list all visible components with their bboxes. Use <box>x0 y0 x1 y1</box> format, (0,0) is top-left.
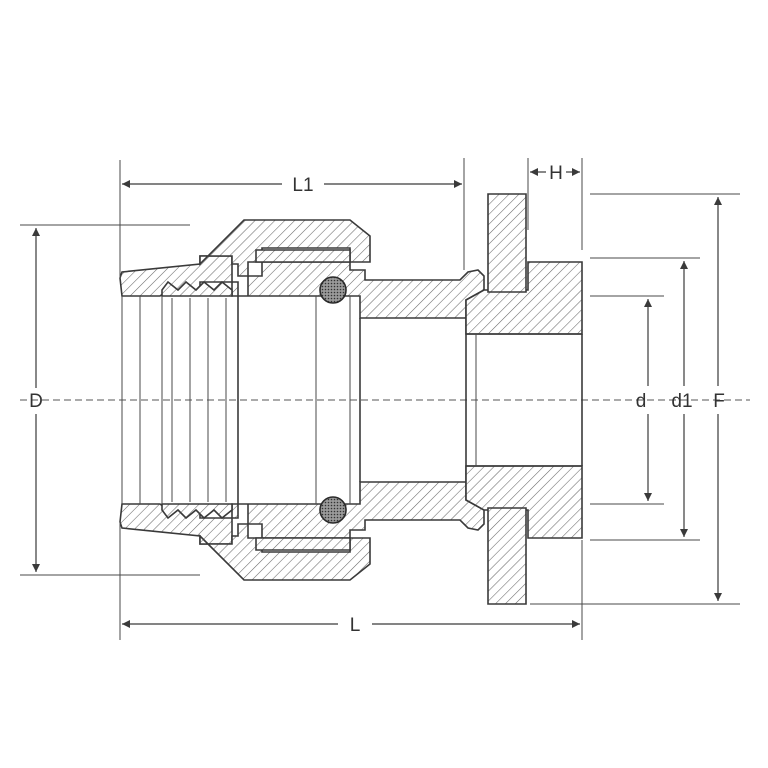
flange-adapter-bottom <box>465 465 583 605</box>
flange-adapter-top <box>465 193 583 335</box>
dimension-label-L: L <box>350 615 361 636</box>
extension-lines <box>20 158 740 640</box>
compression-nut-bottom <box>199 523 371 581</box>
dimension-H: H <box>530 163 580 184</box>
dimension-L1: L1 <box>122 175 462 196</box>
grip-ring-top <box>161 280 233 297</box>
grip-ring-bottom <box>161 503 233 520</box>
o-ring-bottom <box>319 496 347 524</box>
dimension-label-F: F <box>713 391 725 412</box>
dimension-label-L1: L1 <box>292 175 313 196</box>
dimension-L: L <box>122 615 580 636</box>
dimension-label-H: H <box>549 163 563 184</box>
compression-nut-top <box>199 219 371 277</box>
dimension-label-d1: d1 <box>671 391 692 412</box>
dimension-label-d: d <box>636 391 647 412</box>
dimension-label-D: D <box>29 391 43 412</box>
dimension-F: F <box>713 197 725 601</box>
inner-bore-lines <box>121 296 467 504</box>
o-ring-top <box>319 276 347 304</box>
dimension-d: d <box>636 299 652 501</box>
dimension-d1: d1 <box>671 261 693 537</box>
dimension-D: D <box>29 228 43 572</box>
